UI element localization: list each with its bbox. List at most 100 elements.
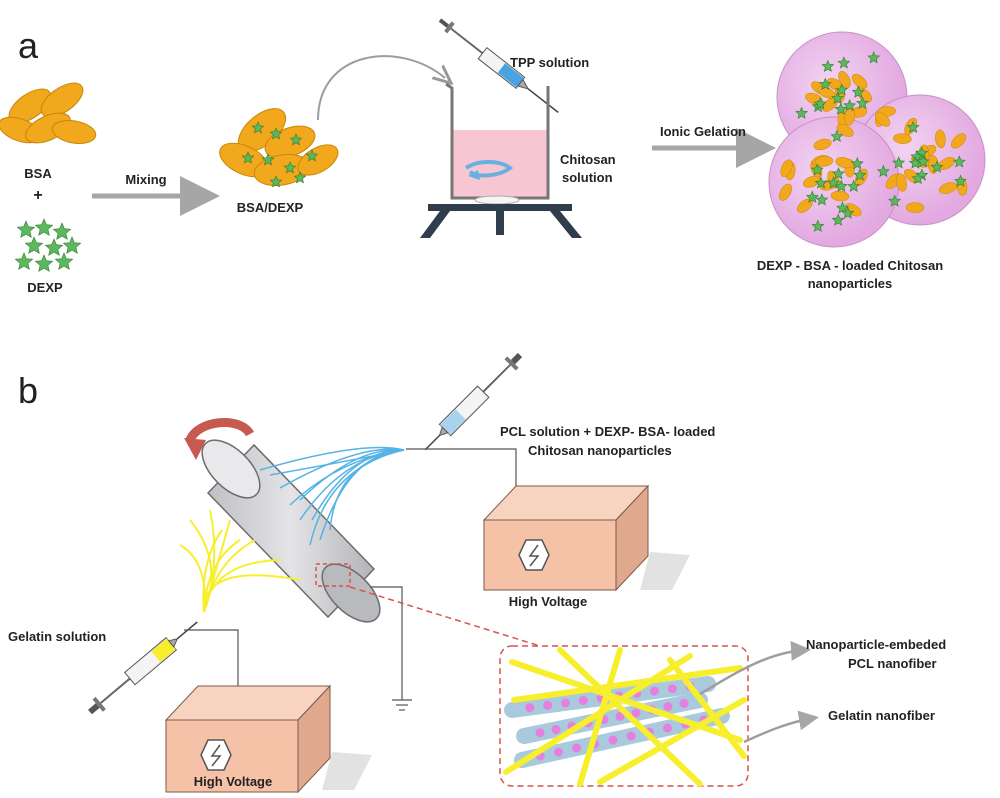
gelatin-solution-label: Gelatin solution <box>8 629 106 644</box>
bsa-oval <box>905 202 925 213</box>
dexp-star <box>954 174 967 187</box>
dexp-star <box>251 121 265 134</box>
dexp-star <box>815 193 829 206</box>
dexp-star <box>836 201 849 214</box>
pcl-label-1: PCL solution + DEXP- BSA- loaded <box>500 424 715 439</box>
syringe-pcl <box>424 352 523 451</box>
dexp-label: DEXP <box>27 280 63 295</box>
dexp-star <box>850 157 864 170</box>
bsa-oval <box>939 182 957 194</box>
dexp-star <box>827 176 841 189</box>
dexp-star <box>911 171 925 185</box>
dexp-star <box>805 190 819 203</box>
nanoparticle-label-2: nanoparticles <box>808 276 893 291</box>
gelatin-fiber <box>202 574 301 613</box>
dexp-star <box>283 161 297 174</box>
nanoparticle-label-1: DEXP - BSA - loaded Chitosan <box>757 258 943 273</box>
gelatin-nanofiber <box>503 653 693 775</box>
embedded-nanoparticle <box>626 731 636 741</box>
dexp-star <box>241 151 255 164</box>
tpp-label: TPP solution <box>510 55 589 70</box>
embedded-nanoparticle <box>608 735 618 745</box>
gelatin-nanofiber <box>577 647 623 787</box>
gelatin-fiber-label: Gelatin nanofiber <box>828 708 935 723</box>
bsa-oval <box>813 138 832 151</box>
embedded-nanoparticle <box>561 698 570 708</box>
dexp-star <box>837 56 851 69</box>
dexp-star <box>832 167 845 180</box>
high-voltage-left-label: High Voltage <box>194 774 272 789</box>
dexp-star <box>269 175 283 188</box>
dexp-stars <box>14 218 82 272</box>
dexp-star <box>867 51 881 64</box>
dexp-star <box>269 127 283 140</box>
gelatin-fiber <box>203 559 281 613</box>
pcl-fiber <box>259 446 405 471</box>
ionic-gelation-label: Ionic Gelation <box>660 124 746 139</box>
plus-label: + <box>33 187 42 204</box>
embedded-nanoparticle <box>650 686 659 696</box>
mixing-label: Mixing <box>125 172 166 187</box>
curved-arrow <box>317 55 445 121</box>
dexp-star <box>916 155 930 168</box>
dexp-star <box>795 106 809 119</box>
dexp-star <box>834 102 848 115</box>
gelatin-fiber <box>179 544 206 613</box>
zoom-connector <box>349 586 541 647</box>
dexp-star <box>851 85 865 98</box>
embedded-nanoparticle <box>535 728 545 738</box>
callout-arrow-pcl <box>699 640 811 696</box>
bsa-label: BSA <box>24 166 52 181</box>
bsa-ovals <box>0 82 97 144</box>
bsa-oval <box>895 173 907 192</box>
embedded-nanoparticle <box>615 711 625 721</box>
gelatin-nanofiber <box>667 657 747 759</box>
dexp-star <box>831 213 845 226</box>
embedded-nanoparticle <box>578 696 588 705</box>
wires <box>184 448 517 700</box>
bsa-oval <box>835 157 854 169</box>
syringe-a <box>438 18 559 113</box>
pcl-fiber <box>269 449 405 476</box>
dexp-star <box>16 220 36 238</box>
dexp-star <box>830 129 844 143</box>
dexp-star <box>52 222 72 240</box>
dexp-star <box>813 97 827 110</box>
high-voltage-right-label: High Voltage <box>509 594 587 609</box>
dexp-star <box>54 252 74 270</box>
pcl-fiber <box>311 449 405 521</box>
embedded-nanoparticle <box>553 747 563 757</box>
rotation-arrow <box>185 418 254 443</box>
bsa-oval <box>830 190 850 202</box>
chitosan-nanoparticles <box>768 31 986 248</box>
embedded-nanoparticle <box>525 703 535 713</box>
zoom-inset <box>499 645 749 787</box>
dexp-star <box>843 99 857 112</box>
bsa-oval <box>838 71 851 89</box>
embedded-nanoparticle <box>551 725 561 734</box>
dexp-star <box>834 179 848 192</box>
bsa-oval <box>874 111 891 127</box>
high-voltage-box-left <box>164 684 372 794</box>
dexp-star <box>856 96 869 109</box>
embedded-nanoparticle <box>631 708 641 718</box>
dexp-star <box>892 156 906 169</box>
dexp-star <box>62 236 82 254</box>
gelatin-jet-fibers <box>179 509 301 613</box>
gelatin-nanofiber <box>511 665 743 703</box>
bsa-oval <box>779 183 792 201</box>
stirrer-stand <box>420 204 582 238</box>
dexp-star <box>289 133 303 146</box>
dexp-star <box>841 206 855 219</box>
pcl-jet-fibers <box>259 446 405 546</box>
pcl-label-2: Chitosan nanoparticles <box>528 443 672 458</box>
gelatin-nanofiber <box>597 697 747 785</box>
bsa-oval <box>893 133 912 144</box>
embedded-nanoparticle <box>543 700 553 710</box>
bsa-oval <box>814 156 834 167</box>
dexp-star <box>910 150 924 163</box>
dexp-star <box>821 59 835 72</box>
dexp-star <box>835 83 849 96</box>
high-voltage-box-right <box>482 484 690 592</box>
